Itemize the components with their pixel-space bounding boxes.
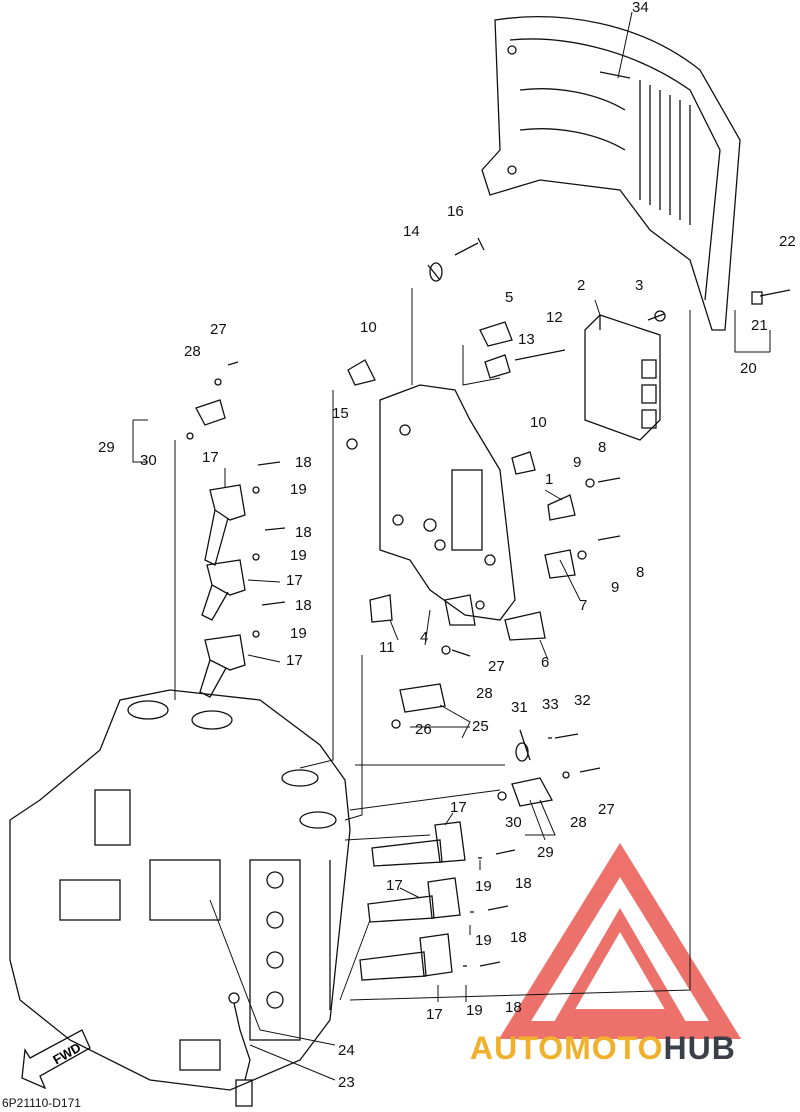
callout-label: 11 bbox=[379, 639, 395, 656]
diagram-code: 6P21110-D171 bbox=[2, 1096, 81, 1110]
callout-label: 17 bbox=[286, 652, 303, 669]
callout-label: 23 bbox=[338, 1074, 355, 1091]
callout-label: 27 bbox=[598, 801, 615, 818]
callout-label: 3 bbox=[635, 277, 644, 294]
sensor-wire-part bbox=[228, 992, 253, 1107]
callout-label: 29 bbox=[537, 844, 554, 861]
watermark-part1: AUTOMOTO bbox=[470, 1030, 664, 1066]
callout-label: 18 bbox=[295, 454, 312, 471]
callout-label: 28 bbox=[184, 343, 201, 360]
callout-label: 9 bbox=[611, 579, 620, 596]
callout-label: 19 bbox=[475, 878, 492, 895]
callout-label: 27 bbox=[210, 321, 227, 338]
callout-label: 17 bbox=[426, 1006, 443, 1023]
callout-label: 9 bbox=[573, 454, 582, 471]
callout-label: 7 bbox=[579, 597, 588, 614]
callout-label: 30 bbox=[140, 452, 157, 469]
callout-label: 30 bbox=[505, 814, 522, 831]
callout-label: 18 bbox=[295, 597, 312, 614]
callout-label: 17 bbox=[202, 449, 219, 466]
engine-block-part bbox=[9, 689, 351, 1091]
ecu-module-part bbox=[584, 314, 661, 441]
callout-label: 6 bbox=[541, 654, 550, 671]
bracket-plate-part bbox=[379, 384, 516, 626]
watermark-part2: HUB bbox=[663, 1030, 736, 1066]
callout-label: 19 bbox=[466, 1002, 483, 1019]
callout-label: 18 bbox=[295, 524, 312, 541]
callout-label: 29 bbox=[98, 439, 115, 456]
callout-label: 20 bbox=[740, 360, 757, 377]
bolt-parts bbox=[186, 237, 791, 967]
callout-label: 34 bbox=[632, 0, 649, 16]
callout-label: 15 bbox=[332, 405, 349, 422]
callout-label: 2 bbox=[577, 277, 586, 294]
callout-label: 16 bbox=[447, 203, 464, 220]
callout-label: 19 bbox=[290, 625, 307, 642]
callout-label: 8 bbox=[636, 564, 645, 581]
callout-label: 17 bbox=[386, 877, 403, 894]
callout-label: 26 bbox=[415, 721, 432, 738]
callout-label: 24 bbox=[338, 1042, 355, 1059]
callout-label: 27 bbox=[488, 658, 505, 675]
callout-label: 32 bbox=[574, 692, 591, 709]
callout-label: 31 bbox=[511, 699, 528, 716]
callout-label: 17 bbox=[286, 572, 303, 589]
fwd-arrow-icon bbox=[21, 1029, 91, 1090]
callout-label: 19 bbox=[475, 932, 492, 949]
callout-label: 4 bbox=[420, 629, 429, 646]
callout-label: 19 bbox=[290, 547, 307, 564]
watermark-triangle-icon bbox=[498, 842, 742, 1039]
ignition-coil-part bbox=[359, 821, 466, 981]
callout-label: 28 bbox=[476, 685, 493, 702]
callout-label: 21 bbox=[751, 317, 768, 334]
callout-label: 17 bbox=[450, 799, 467, 816]
callout-label: 10 bbox=[530, 414, 547, 431]
callout-label: 18 bbox=[510, 929, 527, 946]
callout-label: 1 bbox=[545, 471, 554, 488]
callout-label: 25 bbox=[472, 718, 489, 735]
callout-label: 33 bbox=[542, 696, 559, 713]
callout-label: 5 bbox=[505, 289, 514, 306]
callout-label: 14 bbox=[403, 223, 420, 240]
callout-label: 12 bbox=[546, 309, 563, 326]
callout-label: 13 bbox=[518, 331, 535, 348]
ignition-coil-part bbox=[199, 484, 246, 698]
callout-label: 10 bbox=[360, 319, 377, 336]
callout-label: 18 bbox=[515, 875, 532, 892]
callout-label: 19 bbox=[290, 481, 307, 498]
leader-lines bbox=[132, 11, 771, 1081]
callout-label: 22 bbox=[779, 233, 796, 250]
callout-label: 8 bbox=[598, 439, 607, 456]
callout-label: 28 bbox=[570, 814, 587, 831]
watermark-text: AUTOMOTOHUB bbox=[470, 1030, 736, 1067]
cover-part bbox=[481, 16, 741, 331]
callout-label: 18 bbox=[505, 999, 522, 1016]
